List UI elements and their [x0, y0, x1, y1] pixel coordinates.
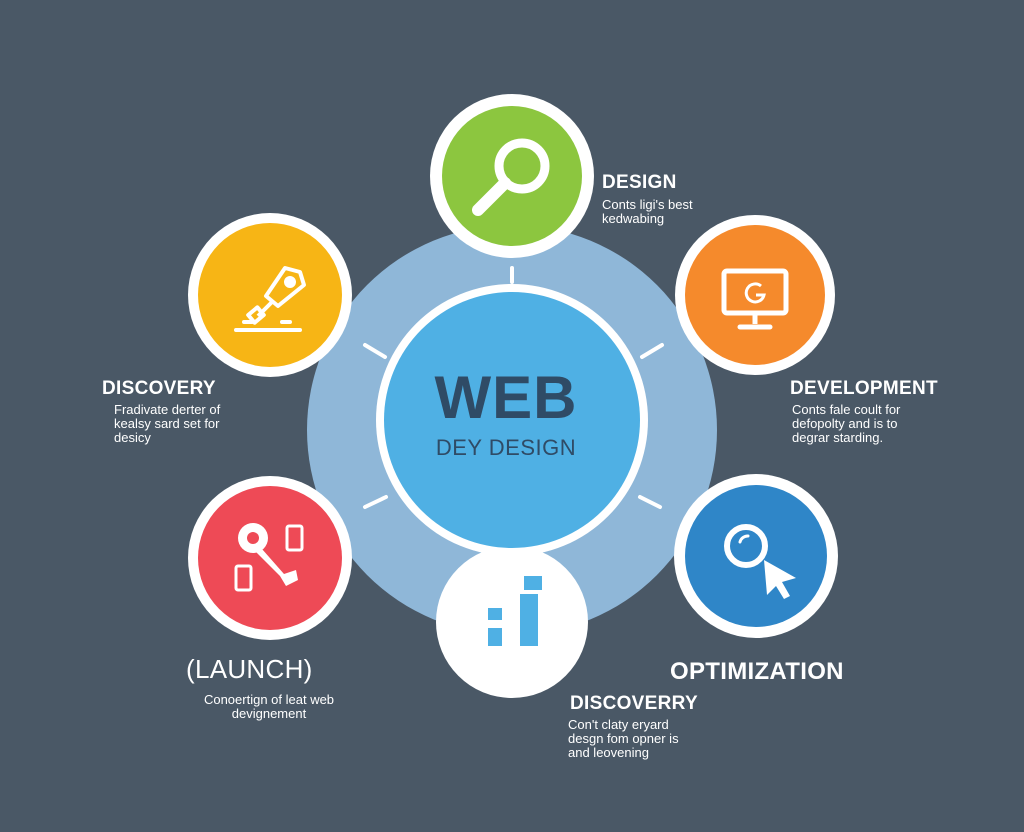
connector-development — [640, 343, 664, 359]
node-design-disc — [442, 106, 582, 246]
hub-disc — [384, 292, 640, 548]
node-design — [430, 94, 594, 258]
discovery-description: Fradivate derter of kealsy sard set for … — [114, 402, 221, 445]
node-optimization-disc — [685, 485, 827, 627]
design-description: Conts ligi's best kedwabing — [602, 197, 693, 226]
monitor-icon — [721, 268, 789, 330]
connector-launch — [363, 495, 388, 509]
launch-description: Conoertign of leat web devignement — [203, 692, 335, 721]
bar-chart-icon — [488, 576, 542, 646]
node-optimization — [674, 474, 838, 638]
node-development-disc — [685, 225, 825, 365]
magnifier-icon — [472, 138, 550, 216]
launch-title: (LAUNCH) — [186, 654, 313, 684]
node-launch-disc — [198, 486, 342, 630]
node-launch — [188, 476, 352, 640]
node-development — [675, 215, 835, 375]
optimization-title: OPTIMIZATION — [670, 658, 844, 685]
connector-discovery — [363, 343, 387, 359]
connector-optimization — [638, 495, 662, 509]
center-subtitle: DEY DESIGN — [435, 435, 577, 460]
wrench-devices-icon — [234, 523, 304, 592]
node-discoverry-disc — [436, 546, 588, 698]
search-cursor-icon — [724, 524, 796, 599]
development-title: DEVELOPMENT — [790, 378, 938, 399]
node-discovery — [188, 213, 352, 377]
development-description: Conts fale coult for defopolty and is to… — [792, 402, 901, 445]
discovery-title: DISCOVERY — [102, 378, 216, 399]
connectors — [363, 266, 664, 509]
pen-tool-icon — [234, 266, 306, 332]
design-title: DESIGN — [602, 172, 677, 193]
node-discoverry — [436, 546, 588, 698]
center-title: WEB — [434, 364, 578, 431]
node-discovery-disc — [198, 223, 342, 367]
discoverry-title: DISCOVERRY — [570, 693, 698, 714]
discoverry-description: Con't claty eryard desgn fom opner is an… — [568, 717, 679, 760]
